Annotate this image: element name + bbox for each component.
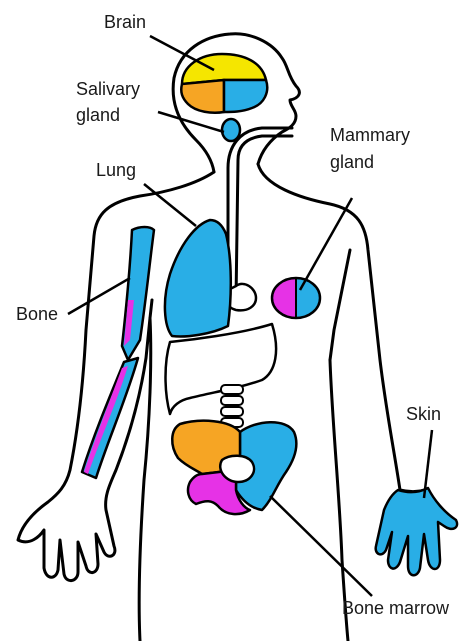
label-brain: Brain (104, 12, 146, 32)
label-mammary-line1: Mammary (330, 125, 410, 145)
leader-lines (68, 36, 432, 596)
label-mammary-line2: gland (330, 152, 374, 172)
hand-skin (376, 488, 457, 575)
bone-leader (68, 278, 130, 314)
salivary-leader (158, 112, 224, 132)
mammary-cyan-half (296, 278, 320, 318)
bone-marrow-leader (270, 496, 372, 596)
label-salivary-line2: gland (76, 105, 120, 125)
right-forearm-outline (330, 250, 350, 360)
label-bone: Bone (16, 304, 58, 324)
label-skin: Skin (406, 404, 441, 424)
esophagus (228, 128, 292, 300)
lung (165, 220, 231, 337)
pelvis-cavity (220, 456, 254, 482)
brain (181, 54, 267, 113)
label-salivary-line1: Salivary (76, 79, 140, 99)
label-lung: Lung (96, 160, 136, 180)
label-bone-marrow: Bone marrow (342, 598, 450, 618)
left-forearm-inner (150, 300, 152, 318)
right-body-outline (258, 164, 400, 641)
pelvis (172, 421, 296, 514)
brain-orange-region (181, 80, 224, 113)
vertebrae (221, 385, 243, 427)
brain-cyan-region (224, 80, 267, 112)
mammary-gland (272, 278, 320, 318)
mammary-magenta-half (272, 278, 296, 318)
